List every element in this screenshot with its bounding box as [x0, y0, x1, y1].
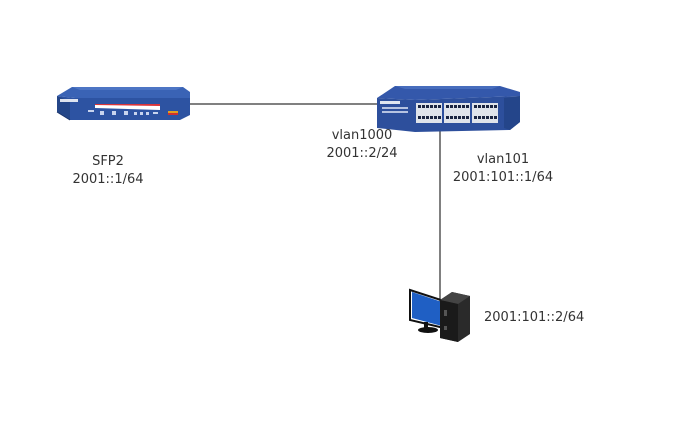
pc-label: 2001:101::2/64 [484, 309, 584, 327]
switch-icon[interactable] [377, 86, 520, 132]
router-icon[interactable] [56, 87, 190, 121]
router-label: SFP2 2001::1/64 [60, 153, 156, 189]
switch-downlink-label: vlan101 2001:101::1/64 [446, 151, 560, 187]
switch-vlan1000-ip-label: 2001::2/24 [326, 146, 398, 161]
router-ip-label: 2001::1/64 [72, 172, 144, 187]
switch-vlan101-label: vlan101 [476, 152, 530, 167]
router-interface-label: SFP2 [92, 154, 124, 169]
pc-ip-label: 2001:101::2/64 [484, 310, 585, 325]
switch-uplink-label: vlan1000 2001::2/24 [312, 127, 412, 163]
desktop-computer-icon[interactable] [409, 288, 470, 342]
switch-vlan101-ip-label: 2001:101::1/64 [452, 170, 554, 185]
switch-vlan1000-label: vlan1000 [331, 128, 393, 143]
